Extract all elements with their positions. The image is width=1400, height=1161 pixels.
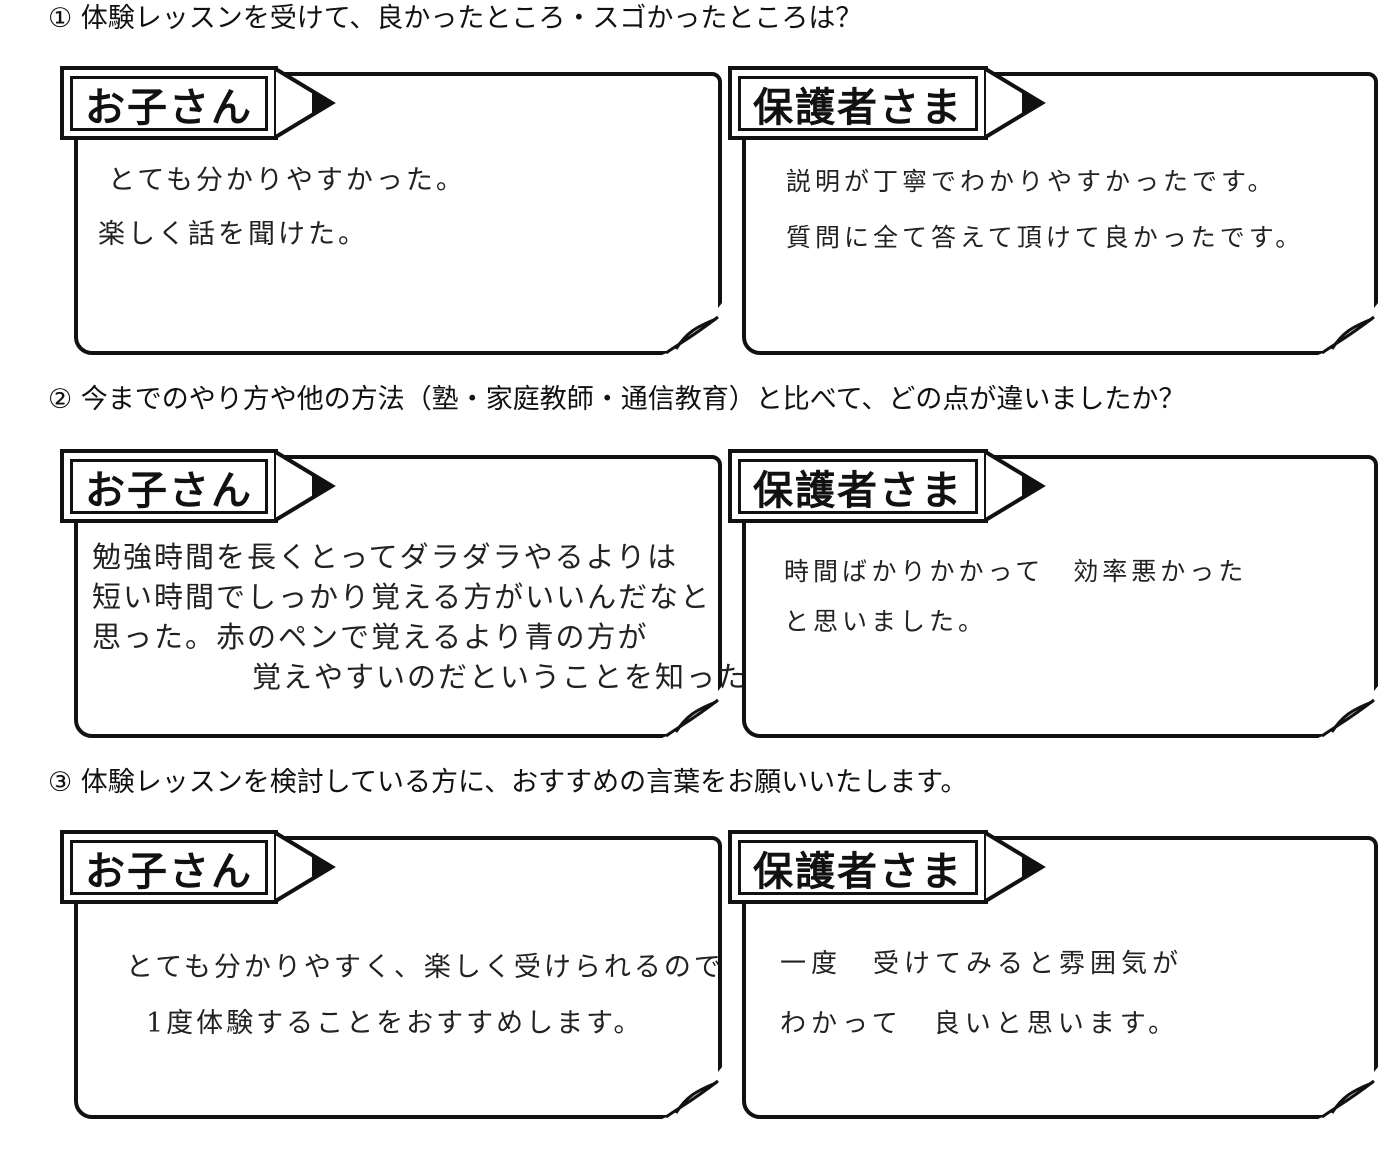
answer-line: 説明が丁寧でわかりやすかったです。: [786, 167, 1277, 196]
q3-parent-answer-card: 保護者さま 一度 受けてみると雰囲気が わかって 良いと思います。: [728, 830, 1378, 1119]
pencil-tip-icon: [984, 449, 1046, 523]
q1-parent-answer: 説明が丁寧でわかりやすかったです。 質問に全て答えて頂けて良かったです。: [786, 154, 1304, 266]
answer-line: 思った。赤のペンで覚えるより青の方が: [92, 620, 649, 654]
pencil-tip-icon: [984, 66, 1046, 140]
child-label-tag: お子さん: [60, 66, 336, 140]
page-curl-icon: [1318, 686, 1378, 738]
q1-parent-answer-card: 保護者さま 説明が丁寧でわかりやすかったです。 質問に全て答えて頂けて良かったで…: [728, 66, 1378, 355]
q3-child-answer: とても分かりやすく、楽しく受けられるので 1度体験することをおすすめします。: [126, 940, 724, 1052]
parent-label: 保護者さま: [738, 459, 978, 514]
q3-child-answer-card: お子さん とても分かりやすく、楽しく受けられるので 1度体験することをおすすめし…: [60, 830, 724, 1119]
page-curl-icon: [662, 686, 722, 738]
pencil-tip-icon: [274, 66, 336, 140]
answer-line: 短い時間でしっかり覚える方がいいんだなと: [92, 580, 712, 614]
q2-parent-answer-card: 保護者さま 時間ばかりかかって 効率悪かった と思いました。: [728, 449, 1378, 738]
q1-child-answer: とても分かりやすかった。 楽しく話を聞けた。: [98, 154, 466, 262]
page-curl-icon: [662, 303, 722, 355]
child-label: お子さん: [70, 459, 268, 514]
question-3: ③ 体験レッスンを検討している方に、おすすめの言葉をお願いいたします。: [48, 767, 968, 798]
answer-line: とても分かりやすかった。: [108, 165, 466, 196]
page-curl-icon: [662, 1067, 722, 1119]
q2-child-answer-card: お子さん 勉強時間を長くとってダラダラやるよりは 短い時間でしっかり覚える方がい…: [60, 449, 777, 738]
parent-label-tag: 保護者さま: [728, 66, 1046, 140]
q3-parent-answer: 一度 受けてみると雰囲気が わかって 良いと思います。: [780, 934, 1183, 1054]
pencil-tip-icon: [274, 449, 336, 523]
answer-line: 一度 受けてみると雰囲気が: [780, 949, 1184, 979]
answer-line: 1度体験することをおすすめします。: [146, 1008, 644, 1039]
page-curl-icon: [1318, 1067, 1378, 1119]
parent-label-tag: 保護者さま: [728, 830, 1046, 904]
answer-line: 覚えやすいのだということを知った。: [252, 660, 780, 694]
q1-child-answer-card: お子さん とても分かりやすかった。 楽しく話を聞けた。: [60, 66, 722, 355]
answer-line: と思いました。: [784, 607, 988, 636]
q2-parent-answer: 時間ばかりかかって 効率悪かった と思いました。: [784, 547, 1247, 647]
parent-label-tag: 保護者さま: [728, 449, 1046, 523]
child-label: お子さん: [70, 840, 268, 895]
child-label-tag: お子さん: [60, 830, 336, 904]
pencil-tip-icon: [984, 830, 1046, 904]
page-curl-icon: [1318, 303, 1378, 355]
question-1: ① 体験レッスンを受けて、良かったところ・スゴかったところは？: [48, 3, 863, 34]
answer-line: 勉強時間を長くとってダラダラやるよりは: [92, 540, 679, 574]
parent-label: 保護者さま: [738, 840, 978, 895]
answer-line: わかって 良いと思います。: [780, 1009, 1180, 1039]
pencil-tip-icon: [274, 830, 336, 904]
answer-line: とても分かりやすく、楽しく受けられるので: [126, 952, 724, 983]
answer-line: 時間ばかりかかって 効率悪かった: [784, 557, 1248, 586]
question-2: ② 今までのやり方や他の方法（塾・家庭教師・通信教育）と比べて、どの点が違いまし…: [48, 384, 1186, 415]
parent-label: 保護者さま: [738, 76, 978, 131]
answer-line: 質問に全て答えて頂けて良かったです。: [786, 223, 1305, 252]
child-label: お子さん: [70, 76, 268, 131]
q2-child-answer: 勉強時間を長くとってダラダラやるよりは 短い時間でしっかり覚える方がいいんだなと…: [92, 537, 779, 697]
child-label-tag: お子さん: [60, 449, 336, 523]
answer-line: 楽しく話を聞けた。: [98, 219, 368, 250]
